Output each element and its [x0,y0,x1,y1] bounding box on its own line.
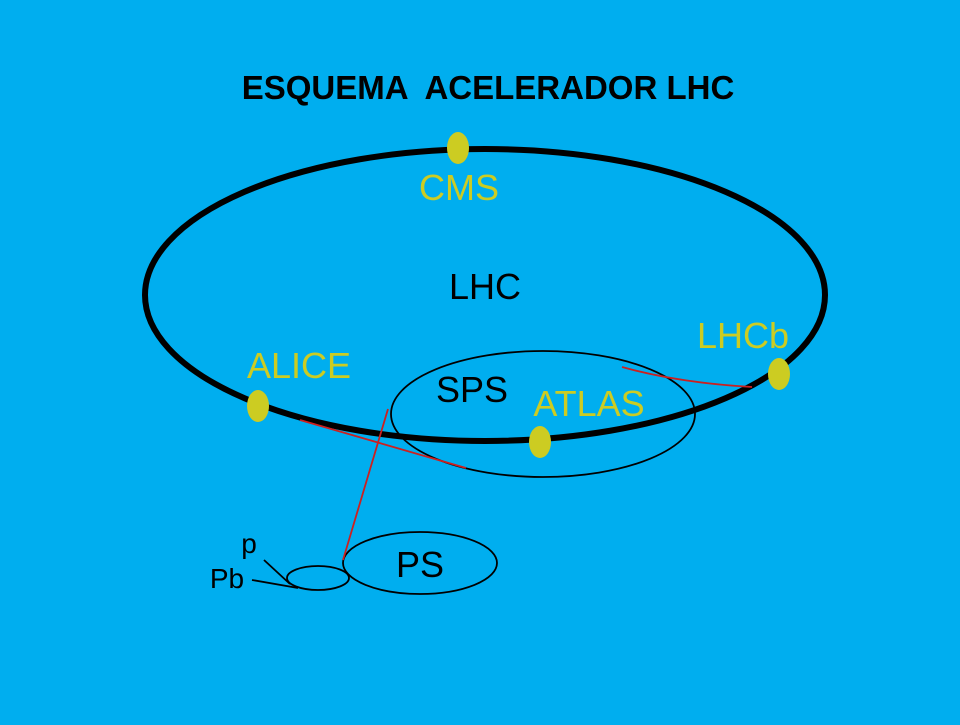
booster-ring [286,565,350,591]
ps-ring [342,531,498,595]
ps-label: PS [396,544,444,585]
alice-label: ALICE [247,345,351,386]
proton-source-line [263,559,291,585]
proton-label: p [241,528,257,559]
transfer-line-to-lhcb [621,366,753,388]
transfer-line-to-alice [299,419,467,469]
lead-source-line [251,579,299,589]
alice-detector-marker [247,390,269,422]
lead-label: Pb [210,563,244,594]
lhcb-label: LHCb [697,315,789,356]
cms-label: CMS [419,167,499,208]
sps-label: SPS [436,369,508,410]
atlas-detector-marker [529,426,551,458]
sps-ring [390,350,696,478]
lhc-label: LHC [449,266,521,307]
lhcb-detector-marker [768,358,790,390]
transfer-line-booster-to-sps [342,408,389,561]
diagram-title: ESQUEMA ACELERADOR LHC [242,69,735,106]
cms-detector-marker [447,132,469,164]
atlas-label: ATLAS [533,383,644,424]
lhc-ring [142,146,828,444]
